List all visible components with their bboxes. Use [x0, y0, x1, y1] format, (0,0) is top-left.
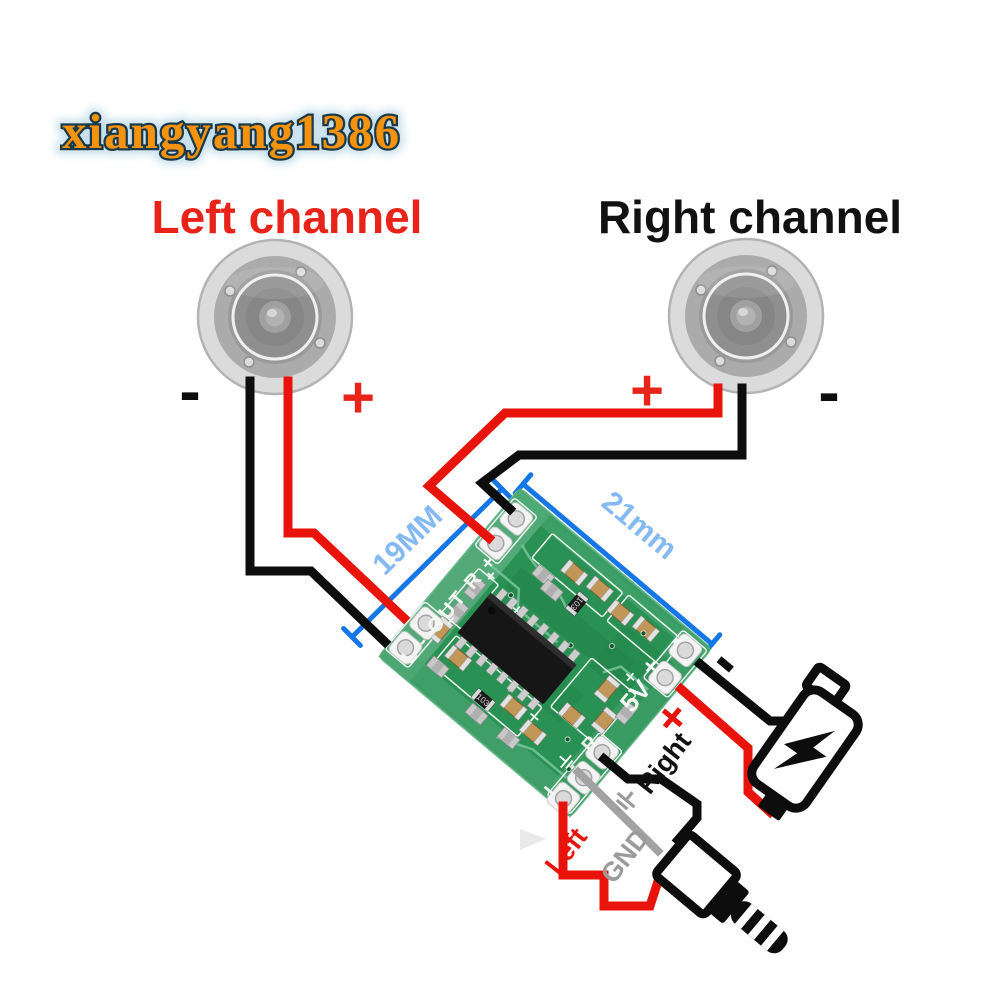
right-input-wire [597, 752, 702, 847]
left-speaker-positive-wire [283, 376, 411, 625]
dimension-label-19mm: 19MM [366, 500, 449, 582]
ground-icon [614, 791, 636, 813]
amplifier-ic [454, 587, 581, 711]
right-channel-title: Right channel [598, 191, 902, 243]
watermark: xiangyang1386 xiangyang1386 [56, 98, 405, 165]
amplifier-pcb: 103 103 [378, 487, 712, 818]
dimension-line-21mm [520, 481, 715, 647]
left-input-wire [558, 801, 667, 911]
battery-icon [747, 662, 863, 821]
gnd-input-wire [572, 766, 664, 857]
audio-jack-icon [652, 830, 788, 954]
lightning-icon [774, 730, 835, 769]
right-speaker-positive-wire [422, 383, 723, 545]
right-speaker-negative-wire [475, 383, 747, 516]
dimension-line-19mm [349, 486, 505, 640]
right-speaker-minus: - [818, 356, 839, 428]
right-speaker-icon [667, 237, 825, 395]
dim-tick [491, 478, 513, 500]
faint-arrow [520, 829, 546, 850]
left-channel-title: Left channel [152, 191, 423, 243]
left-speaker-minus: - [179, 355, 200, 427]
watermark-glow: xiangyang1386 [62, 104, 401, 159]
battery-terminal-bottom [758, 788, 791, 821]
dim-tick [341, 626, 363, 648]
watermark-text: xiangyang1386 [62, 104, 401, 159]
jack-collar [705, 877, 749, 923]
left-speaker-icon [196, 238, 354, 396]
left-speaker-plus: + [341, 365, 375, 430]
ground-silk-icon [559, 754, 575, 770]
left-speaker-negative-wire [245, 376, 392, 649]
